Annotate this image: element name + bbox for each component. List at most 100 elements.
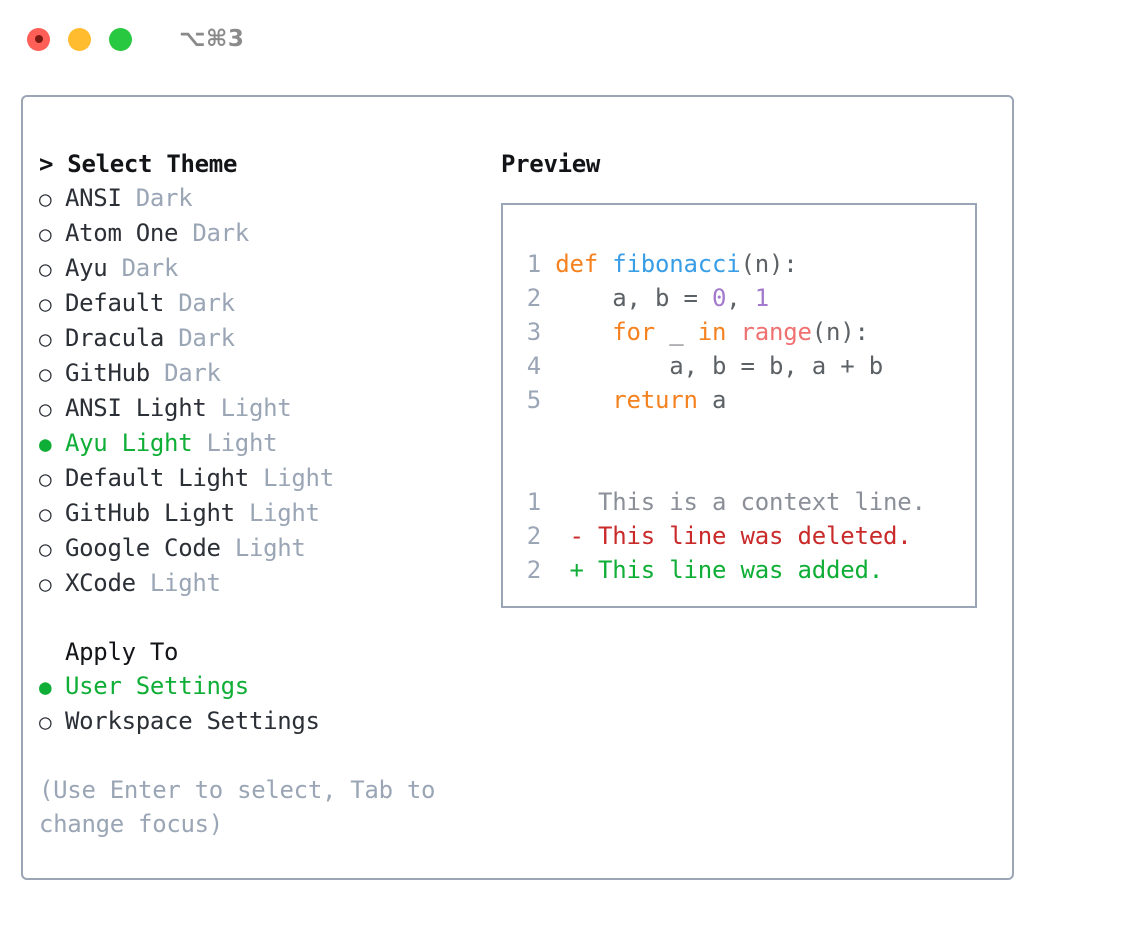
window-controls [27, 27, 132, 51]
line-number: 2 [526, 284, 541, 312]
theme-option-kind-label: Light [206, 429, 278, 457]
theme-selector-column: > Select Theme ○ANSI Dark○Atom One Dark○… [39, 147, 479, 841]
theme-option-kind [221, 531, 235, 565]
theme-option-kind [178, 216, 192, 250]
diff-line-number: 2 [526, 556, 541, 584]
code-line: 4 a, b = b, a + b [503, 349, 975, 383]
apply-to-option-label: User Settings [65, 672, 249, 700]
spacer [503, 417, 975, 451]
select-theme-heading: > Select Theme [39, 150, 238, 178]
diff-line: 2 - This line was deleted. [503, 519, 975, 553]
theme-option-label: ANSI [65, 184, 122, 212]
line-number: 1 [526, 250, 541, 278]
code-token-punc: (n): [811, 318, 869, 346]
theme-option-label: Ayu [65, 254, 108, 282]
code-token-plain [726, 318, 740, 346]
theme-option-kind-label: Dark [121, 254, 179, 282]
diff-line-number: 1 [526, 488, 541, 516]
code-token-fn: fibonacci [612, 250, 741, 278]
theme-option-xcode[interactable]: ○XCode Light [39, 566, 479, 601]
maximize-window-button[interactable] [109, 27, 132, 51]
main-panel: > Select Theme ○ANSI Dark○Atom One Dark○… [21, 95, 1014, 880]
theme-option-label: Ayu Light [65, 429, 193, 457]
theme-option-kind [164, 321, 178, 355]
theme-option-github-light[interactable]: ○GitHub Light Light [39, 496, 479, 531]
diff-text: This is a context line. [583, 488, 926, 516]
radio-unselected-icon: ○ [39, 397, 52, 421]
theme-option-kind [249, 461, 263, 495]
theme-option-kind [235, 496, 249, 530]
code-line: 3 for _ in range(n): [503, 315, 975, 349]
code-token-kw: return [612, 386, 698, 414]
theme-option-kind-label: Dark [192, 219, 249, 247]
code-line: 1 def fibonacci(n): [503, 247, 975, 281]
theme-option-kind-label: Light [234, 534, 306, 562]
spacer [39, 601, 479, 635]
theme-option-kind-label: Dark [164, 359, 221, 387]
radio-unselected-icon: ○ [39, 537, 52, 561]
theme-option-kind [192, 426, 206, 460]
diff-text: This line was deleted. [583, 522, 912, 550]
theme-option-default[interactable]: ○Default Dark [39, 286, 479, 321]
theme-option-kind [207, 391, 221, 425]
diff-line: 2 + This line was added. [503, 553, 975, 587]
apply-to-option-workspace-settings[interactable]: ○ Workspace Settings [39, 704, 479, 739]
preview-heading: Preview [501, 150, 601, 178]
apply-to-option-user-settings[interactable]: ●User Settings [39, 669, 479, 704]
theme-option-kind-label: Dark [178, 289, 235, 317]
theme-option-kind-label: Dark [178, 324, 235, 352]
radio-unselected-icon: ○ [39, 710, 52, 734]
theme-option-kind [122, 181, 136, 215]
radio-unselected-icon: ○ [39, 362, 52, 386]
title-bar: ⌥⌘3 [0, 0, 1140, 78]
code-token-kw: def [555, 250, 613, 278]
theme-option-default-light[interactable]: ○Default Light Light [39, 461, 479, 496]
radio-unselected-icon: ○ [39, 187, 52, 211]
minimize-window-button[interactable] [68, 27, 91, 51]
code-line: 2 a, b = 0, 1 [503, 281, 975, 315]
code-token-num: 0 [712, 284, 727, 312]
diff-line-number: 2 [526, 522, 541, 550]
theme-option-label: Default [65, 289, 165, 317]
diff-sign: + [569, 556, 584, 584]
theme-option-kind-label: Light [149, 569, 221, 597]
code-token-plain [555, 386, 612, 414]
theme-option-github[interactable]: ○ GitHub Dark [39, 356, 479, 391]
code-token-plain [555, 318, 612, 346]
theme-option-label: ANSI Light [65, 394, 207, 422]
line-number: 3 [526, 318, 541, 346]
close-window-button[interactable] [27, 27, 50, 51]
apply-to-option-label: Workspace Settings [65, 707, 320, 735]
theme-option-ayu[interactable]: ○ Ayu Dark [39, 251, 479, 286]
keyboard-shortcut-label: ⌥⌘3 [179, 26, 245, 52]
theme-option-google-code[interactable]: ○Google Code Light [39, 531, 479, 566]
theme-list[interactable]: ○ANSI Dark○Atom One Dark○Ayu Dark○Defaul… [39, 181, 479, 601]
radio-selected-icon: ● [39, 432, 52, 456]
theme-option-ansi[interactable]: ○ ANSI Dark [39, 181, 479, 216]
diff-line: 1 This is a context line. [503, 485, 975, 519]
theme-option-kind-label: Dark [135, 184, 193, 212]
diff-preview: 1 This is a context line.2 - This line w… [503, 485, 975, 587]
diff-sign: - [569, 522, 584, 550]
theme-option-kind [164, 286, 178, 320]
diff-text: This line was added. [583, 556, 883, 584]
code-token-punc: (n): [740, 250, 798, 278]
code-token-builtin: range [740, 318, 812, 346]
theme-option-kind-label: Light [248, 499, 320, 527]
spacer [503, 451, 975, 485]
apply-to-list[interactable]: ●User Settings ○ Workspace Settings [39, 669, 479, 739]
theme-option-label: GitHub [65, 359, 150, 387]
theme-option-kind-label: Light [263, 464, 334, 492]
radio-unselected-icon: ○ [39, 502, 52, 526]
radio-unselected-icon: ○ [39, 257, 52, 281]
theme-option-ayu-light[interactable]: ● Ayu Light Light [39, 426, 479, 461]
radio-unselected-icon: ○ [39, 327, 52, 351]
theme-option-atom-one[interactable]: ○Atom One Dark [39, 216, 479, 251]
theme-option-ansi-light[interactable]: ○ANSI Light Light [39, 391, 479, 426]
code-token-plain: a, b = [555, 284, 712, 312]
theme-option-label: XCode [65, 569, 136, 597]
theme-option-label: Default Light [65, 464, 249, 492]
theme-option-dracula[interactable]: ○Dracula Dark [39, 321, 479, 356]
